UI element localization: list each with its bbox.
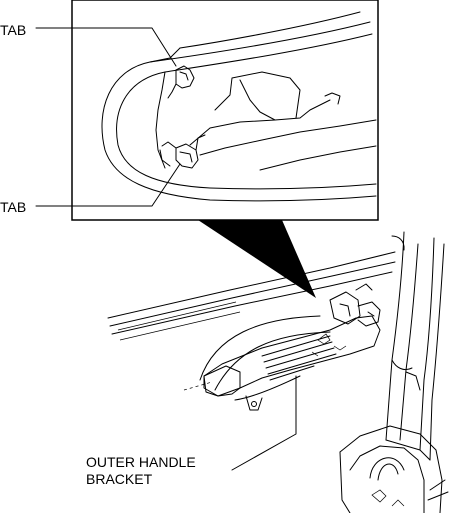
outer-handle-bracket bbox=[183, 283, 381, 411]
label-outer-handle-line2: BRACKET bbox=[86, 471, 153, 487]
tab-bottom-leader bbox=[35, 163, 181, 207]
label-outer-handle-line1: OUTER HANDLE bbox=[86, 454, 196, 470]
tab-top-leader bbox=[35, 27, 177, 67]
door-pillar bbox=[339, 231, 449, 514]
label-tab-upper: TAB bbox=[0, 22, 27, 38]
detail-box bbox=[71, 0, 379, 221]
label-tab-lower: TAB bbox=[0, 199, 27, 215]
detail-tab-lower bbox=[159, 141, 199, 169]
detail-tab-upper bbox=[167, 65, 195, 99]
label-outer-handle-bracket: OUTER HANDLE BRACKET bbox=[86, 454, 196, 488]
door-body bbox=[107, 235, 405, 401]
detail-handle-cavity bbox=[101, 11, 377, 202]
callout-wedge bbox=[198, 220, 316, 298]
outer-handle-leader bbox=[231, 375, 297, 471]
